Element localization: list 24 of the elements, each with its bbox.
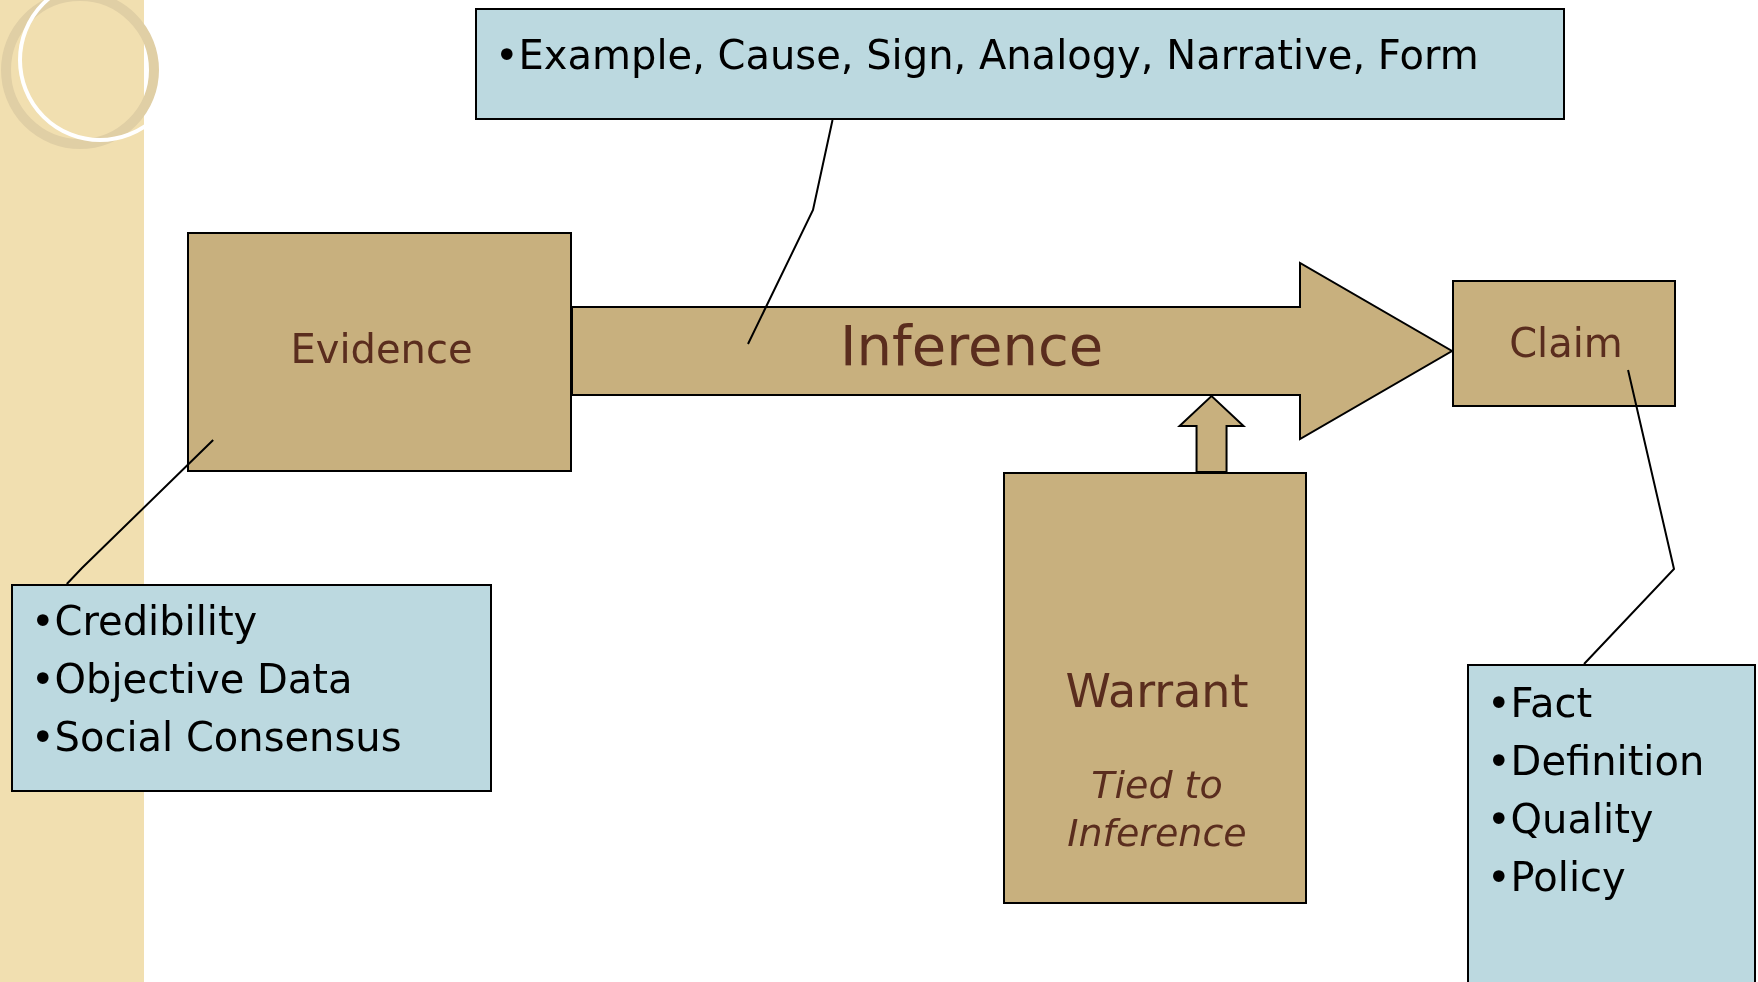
callout-box [11,584,492,792]
callout-box [475,8,1565,120]
list-item: •Credibility [31,598,258,644]
block-arrow [571,261,1454,441]
callout-text: •Example, Cause, Sign, Analogy, Narrative, Form [495,32,1479,78]
node-subtitle: Tied to Inference [1066,762,1248,857]
list-item: •Definition [1487,738,1705,784]
callout-box [1467,664,1756,982]
process-box [1452,280,1676,407]
list-item: •Fact [1487,680,1593,726]
node-label: Warrant [1064,664,1250,718]
list-item: •Social Consensus [31,714,402,760]
edge-label: Inference [840,313,1104,378]
leader-line [65,439,215,585]
process-box [1003,472,1307,904]
node-label: Claim [1508,320,1624,366]
list-item: •Objective Data [31,656,353,702]
process-box [187,232,572,472]
list-item: •Quality [1487,796,1654,842]
leader-line [747,119,834,345]
leader-line [1583,369,1676,665]
node-label: Evidence [289,326,474,372]
list-item: •Policy [1487,854,1626,900]
block-arrow-connector [1177,394,1247,473]
